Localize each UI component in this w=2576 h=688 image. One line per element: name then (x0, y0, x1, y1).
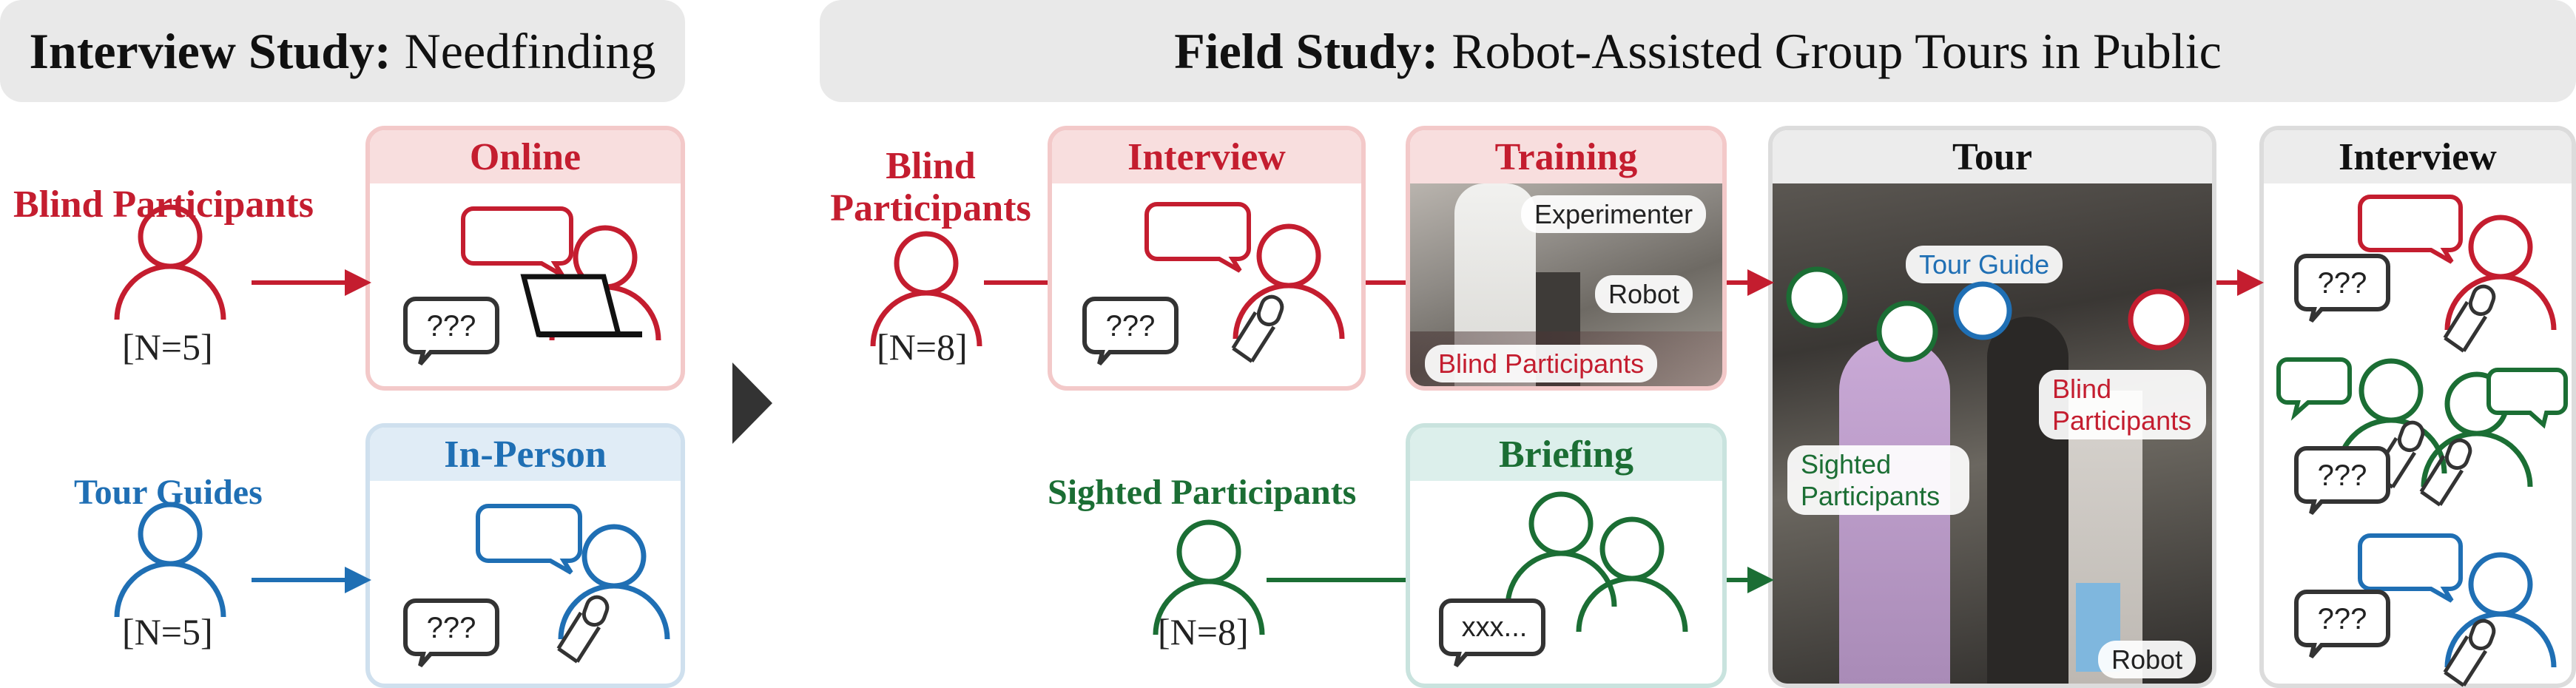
final-bubble-text-2: ??? (2318, 459, 2367, 492)
tour-sighted-tag-line1: Sighted (1801, 449, 1892, 479)
tour-guides-count: [N=5] (122, 611, 213, 652)
speech-bubble-icon (1144, 202, 1251, 273)
tour-sighted-tag-line2: Participants (1801, 481, 1941, 512)
tour-card: Tour Tour Guide Blind Participants Sight… (1768, 126, 2216, 688)
field-study-banner: Field Study: Robot-Assisted Group Tours … (820, 0, 2576, 102)
tour-robot-tag: Robot (2098, 641, 2196, 679)
experimenter-tag: Experimenter (1521, 195, 1707, 234)
training-header: Training (1410, 130, 1722, 183)
speech-bubble-icon (476, 504, 582, 575)
speech-bubble-icon (2358, 533, 2463, 603)
tour-blind-tag-line2: Participants (2052, 405, 2192, 436)
tour-blind-tag: Blind Participants (2039, 370, 2206, 440)
speech-bubble-icon: ??? (403, 297, 499, 365)
online-bubble-text: ??? (427, 310, 476, 343)
field-study-title-rest: Robot-Assisted Group Tours in Public (1451, 22, 2222, 79)
in-person-bubble-text: ??? (427, 612, 476, 644)
in-person-header: In-Person (370, 428, 681, 481)
speech-bubble-icon (461, 206, 573, 277)
field-study-title-bold: Field Study: (1174, 22, 1439, 79)
blind-face-marker (2128, 289, 2190, 351)
tour-guide-tag: Tour Guide (1906, 246, 2063, 284)
blind-participant-person-icon (117, 207, 223, 320)
laptop-icon (520, 274, 642, 337)
briefing-person-icon (1579, 519, 1685, 632)
sighted-participants-count: [N=8] (1158, 611, 1249, 652)
speech-bubble-icon: ??? (1082, 297, 1179, 365)
final-blind-interviewee-person-icon (2447, 217, 2554, 330)
tour-blind-tag-line1: Blind (2052, 374, 2112, 404)
blind-participants-label: Blind Participants (13, 183, 314, 226)
final-guide-interviewee-person-icon (2447, 555, 2554, 667)
sighted-participants-label: Sighted Participants (1048, 473, 1357, 512)
speech-bubble-icon: xxx... (1439, 598, 1545, 667)
training-photo: Experimenter Robot Blind Participants (1410, 183, 1722, 386)
final-bubble-text-1: ??? (2318, 267, 2367, 300)
tour-photo: Tour Guide Blind Participants Sighted Pa… (1773, 183, 2212, 684)
play-triangle-icon (732, 362, 772, 444)
field-blind-participants-text: Blind Participants (830, 145, 1031, 230)
speech-bubble-icon (2276, 357, 2352, 421)
speech-bubble-icon: ??? (2294, 254, 2390, 323)
training-card: Training Experimenter Robot Blind Partic… (1406, 126, 1727, 391)
speech-bubble-icon: ??? (2294, 446, 2390, 515)
tour-header: Tour (1773, 130, 2212, 183)
interview-study-title-rest: Needfinding (404, 22, 656, 79)
sighted-face-marker (1786, 266, 1848, 328)
tour-guide-person-icon (117, 505, 223, 617)
final-interview-header: Interview (2264, 130, 2572, 183)
training-blind-tag: Blind Participants (1425, 345, 1658, 383)
speech-bubble-icon: ??? (403, 598, 499, 667)
sighted-face-marker (1876, 300, 1938, 362)
online-header: Online (370, 130, 681, 183)
interview-study-banner: Interview Study: Needfinding (0, 0, 685, 102)
field-blind-participants-count: [N=8] (877, 326, 968, 368)
briefing-header: Briefing (1410, 428, 1722, 481)
sighted-participant-person-icon (1156, 522, 1262, 635)
tour-guide-face-marker (1953, 281, 2012, 340)
briefing-bubble-text: xxx... (1462, 612, 1528, 643)
blind-participants-count: [N=5] (122, 326, 213, 368)
final-bubble-text-3: ??? (2318, 603, 2367, 635)
speech-bubble-icon (2358, 195, 2463, 264)
field-blind-participant-person-icon (873, 234, 980, 346)
speech-bubble-icon (2486, 368, 2568, 429)
speech-bubble-icon: ??? (2294, 590, 2390, 658)
field-interview-header: Interview (1052, 130, 1361, 183)
training-robot-tag: Robot (1595, 275, 1693, 314)
interview-study-title-bold: Interview Study: (29, 22, 391, 79)
field-interview-bubble-text: ??? (1106, 310, 1156, 343)
field-blind-participants-label: Blind Participants (820, 145, 1042, 229)
tour-sighted-tag: Sighted Participants (1787, 445, 1969, 516)
